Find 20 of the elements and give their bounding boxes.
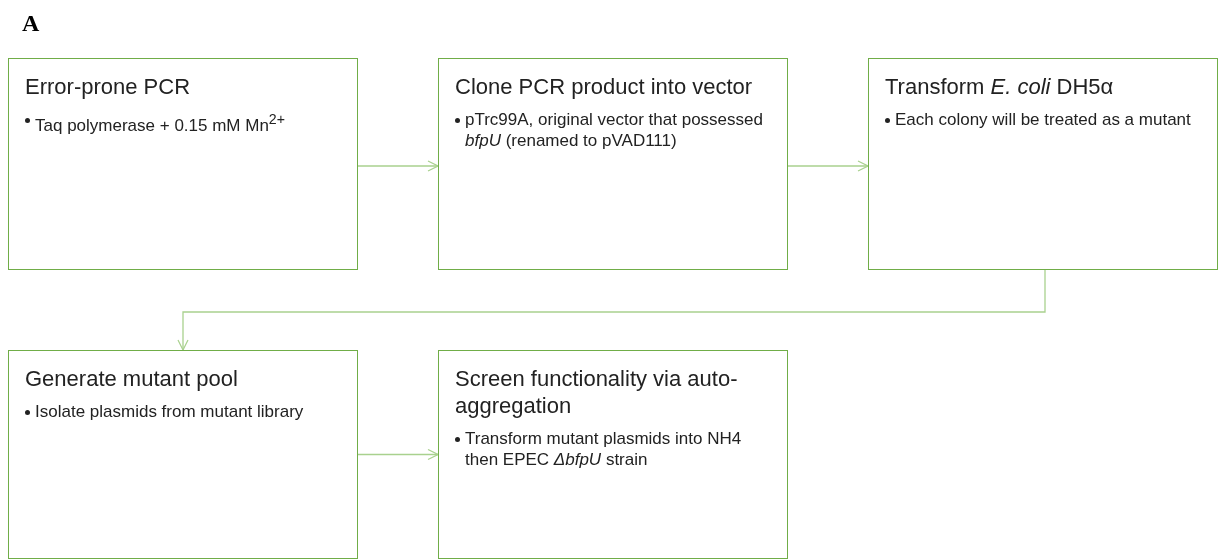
arrow bbox=[787, 160, 869, 172]
process-box bbox=[868, 58, 1218, 270]
bullet-text: pTrc99A, original vector that possessed bfpU (renamed to pVAD111) bbox=[455, 109, 773, 151]
panel-label: A bbox=[22, 10, 40, 37]
bullet-text: Transform mutant plasmids into NH4 then EPEC ΔbfpU strain bbox=[455, 428, 773, 470]
step-heading: Clone PCR product into vector bbox=[455, 73, 754, 100]
arrow bbox=[357, 160, 439, 172]
bullet-text: Isolate plasmids from mutant library bbox=[25, 401, 343, 422]
process-box bbox=[438, 58, 788, 270]
bullet-text: Each colony will be treated as a mutant bbox=[885, 109, 1203, 130]
arrow bbox=[357, 448, 439, 461]
step-heading: Generate mutant pool bbox=[25, 365, 239, 392]
process-box bbox=[8, 350, 358, 559]
step-heading: Error-prone PCR bbox=[25, 73, 192, 100]
process-box bbox=[8, 58, 358, 270]
bullet-text: Taq polymerase + 0.15 mM Mn$^{2+}$ bbox=[25, 109, 343, 136]
step-heading: Screen functionality via auto-aggregation bbox=[455, 365, 739, 419]
process-box bbox=[438, 350, 788, 559]
step-heading: Transform E. coli DH5α bbox=[885, 73, 1115, 100]
arrow bbox=[177, 269, 1046, 351]
